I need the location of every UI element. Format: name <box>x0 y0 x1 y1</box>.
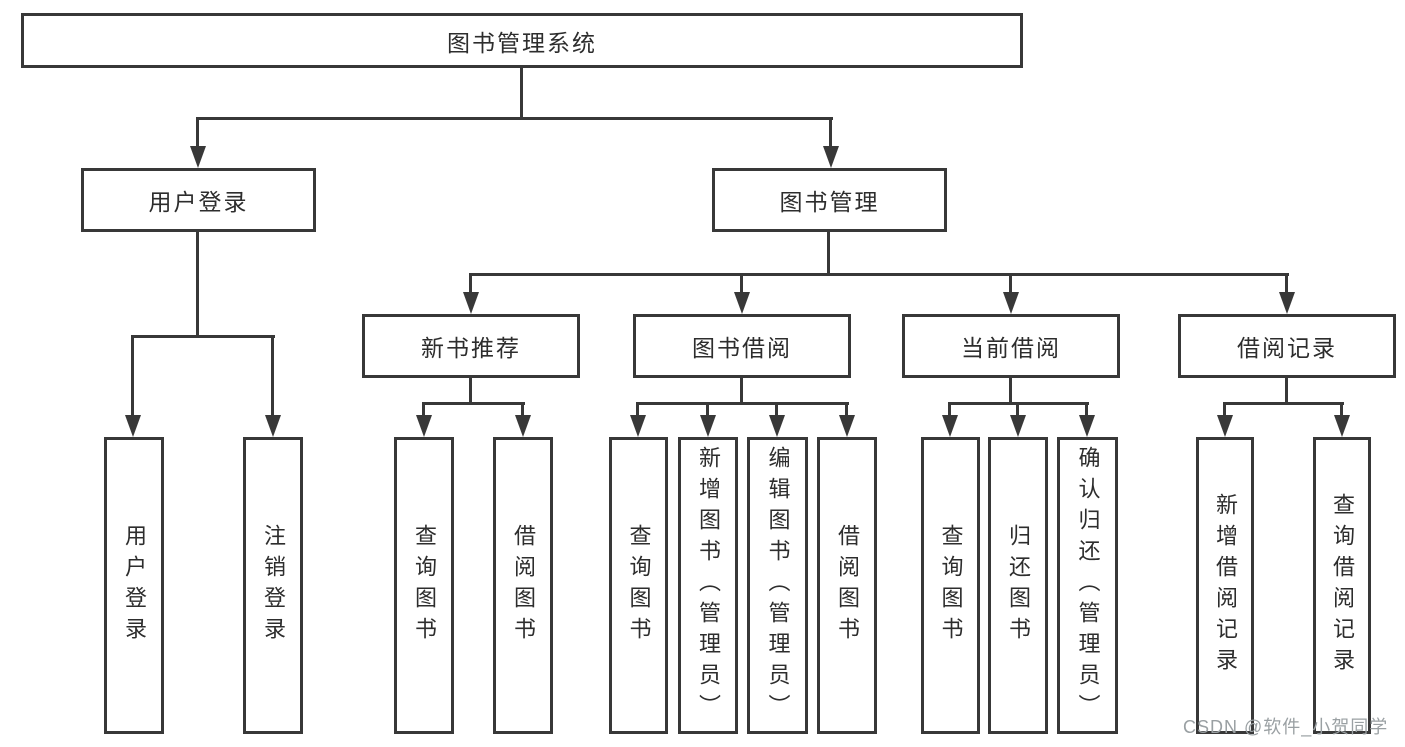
arrowhead-down-icon <box>1217 415 1233 437</box>
node-borrow-books-borrowing: 借阅图书 <box>817 437 877 734</box>
connector-vline <box>1285 377 1288 405</box>
node-query-borrow-record: 查询借阅记录 <box>1313 437 1371 734</box>
node-edit-book-admin: 编辑图书（管理员） <box>747 437 808 734</box>
node-add-borrow-record: 新增借阅记录 <box>1196 437 1254 734</box>
connector-vline <box>827 231 830 276</box>
connector-vline <box>521 402 524 417</box>
node-logout: 注销登录 <box>243 437 303 734</box>
node-current-borrowing: 当前借阅 <box>902 314 1120 378</box>
node-return-books-label: 归还图书 <box>1006 523 1031 648</box>
connector-vline <box>1223 402 1226 417</box>
connector-vline <box>469 273 472 294</box>
connector-vline <box>271 335 274 417</box>
arrowhead-down-icon <box>416 415 432 437</box>
node-query-books-current: 查询图书 <box>921 437 980 734</box>
node-borrow-books-recommend-label: 借阅图书 <box>511 523 536 648</box>
connector-vline <box>422 402 425 417</box>
connector-vline <box>740 377 743 405</box>
node-edit-book-admin-label: 编辑图书（管理员） <box>765 446 791 725</box>
connector-vline <box>196 231 199 338</box>
arrowhead-down-icon <box>734 292 750 314</box>
connector-vline <box>948 402 951 417</box>
arrowhead-down-icon <box>630 415 646 437</box>
connector-vline <box>196 117 199 147</box>
node-user-login: 用户登录 <box>81 168 316 232</box>
connector-vline <box>1285 273 1288 294</box>
arrowhead-down-icon <box>265 415 281 437</box>
connector-vline <box>1085 402 1088 417</box>
node-book-borrowing-label: 图书借阅 <box>692 335 792 361</box>
connector-vline <box>740 273 743 294</box>
connector-vline <box>1009 377 1012 405</box>
connector-hline <box>636 402 849 405</box>
arrowhead-down-icon <box>515 415 531 437</box>
node-query-books-recommend: 查询图书 <box>394 437 454 734</box>
arrowhead-down-icon <box>1334 415 1350 437</box>
connector-hline <box>131 335 275 338</box>
node-confirm-return-admin-label: 确认归还（管理员） <box>1075 446 1101 725</box>
node-borrowing-records-label: 借阅记录 <box>1237 335 1337 361</box>
node-root-label: 图书管理系统 <box>447 29 597 56</box>
arrowhead-down-icon <box>1010 415 1026 437</box>
connector-vline <box>469 377 472 405</box>
connector-hline <box>469 273 1289 276</box>
arrowhead-down-icon <box>463 292 479 314</box>
connector-vline <box>1340 402 1343 417</box>
connector-vline <box>775 402 778 417</box>
node-user-login-label: 用户登录 <box>148 189 249 215</box>
arrowhead-down-icon <box>1079 415 1095 437</box>
node-borrowing-records: 借阅记录 <box>1178 314 1396 378</box>
arrowhead-down-icon <box>125 415 141 437</box>
node-user-login-action-label: 用户登录 <box>122 523 147 648</box>
connector-vline <box>520 66 523 119</box>
node-query-books-borrowing: 查询图书 <box>609 437 668 734</box>
arrowhead-down-icon <box>823 146 839 168</box>
connector-vline <box>131 335 134 417</box>
node-query-books-recommend-label: 查询图书 <box>412 523 437 648</box>
connector-vline <box>1009 273 1012 294</box>
connector-vline <box>706 402 709 417</box>
node-borrow-books-recommend: 借阅图书 <box>493 437 553 734</box>
node-new-book-recommend-label: 新书推荐 <box>421 335 521 361</box>
connector-hline <box>196 117 833 120</box>
node-current-borrowing-label: 当前借阅 <box>961 335 1061 361</box>
arrowhead-down-icon <box>769 415 785 437</box>
node-add-borrow-record-label: 新增借阅记录 <box>1213 492 1238 679</box>
node-root: 图书管理系统 <box>21 13 1023 68</box>
node-add-book-admin: 新增图书（管理员） <box>678 437 738 734</box>
arrowhead-down-icon <box>1279 292 1295 314</box>
connector-hline <box>422 402 525 405</box>
node-query-books-current-label: 查询图书 <box>938 523 964 648</box>
node-book-management-label: 图书管理 <box>779 189 880 215</box>
node-query-borrow-record-label: 查询借阅记录 <box>1330 492 1355 679</box>
node-user-login-action: 用户登录 <box>104 437 164 734</box>
arrowhead-down-icon <box>942 415 958 437</box>
node-return-books: 归还图书 <box>988 437 1048 734</box>
arrowhead-down-icon <box>839 415 855 437</box>
connector-vline <box>829 117 832 147</box>
csdn-watermark: CSDN @软件_小贺同学 <box>1183 717 1389 737</box>
arrowhead-down-icon <box>190 146 206 168</box>
node-book-borrowing: 图书借阅 <box>633 314 851 378</box>
node-new-book-recommend: 新书推荐 <box>362 314 580 378</box>
arrowhead-down-icon <box>1003 292 1019 314</box>
node-book-management: 图书管理 <box>712 168 947 232</box>
connector-hline <box>1223 402 1344 405</box>
connector-vline <box>636 402 639 417</box>
connector-vline <box>845 402 848 417</box>
node-confirm-return-admin: 确认归还（管理员） <box>1057 437 1118 734</box>
node-query-books-borrowing-label: 查询图书 <box>626 523 652 648</box>
connector-vline <box>1016 402 1019 417</box>
arrowhead-down-icon <box>700 415 716 437</box>
node-add-book-admin-label: 新增图书（管理员） <box>696 446 721 725</box>
node-logout-label: 注销登录 <box>261 523 286 648</box>
node-borrow-books-borrowing-label: 借阅图书 <box>835 523 860 648</box>
